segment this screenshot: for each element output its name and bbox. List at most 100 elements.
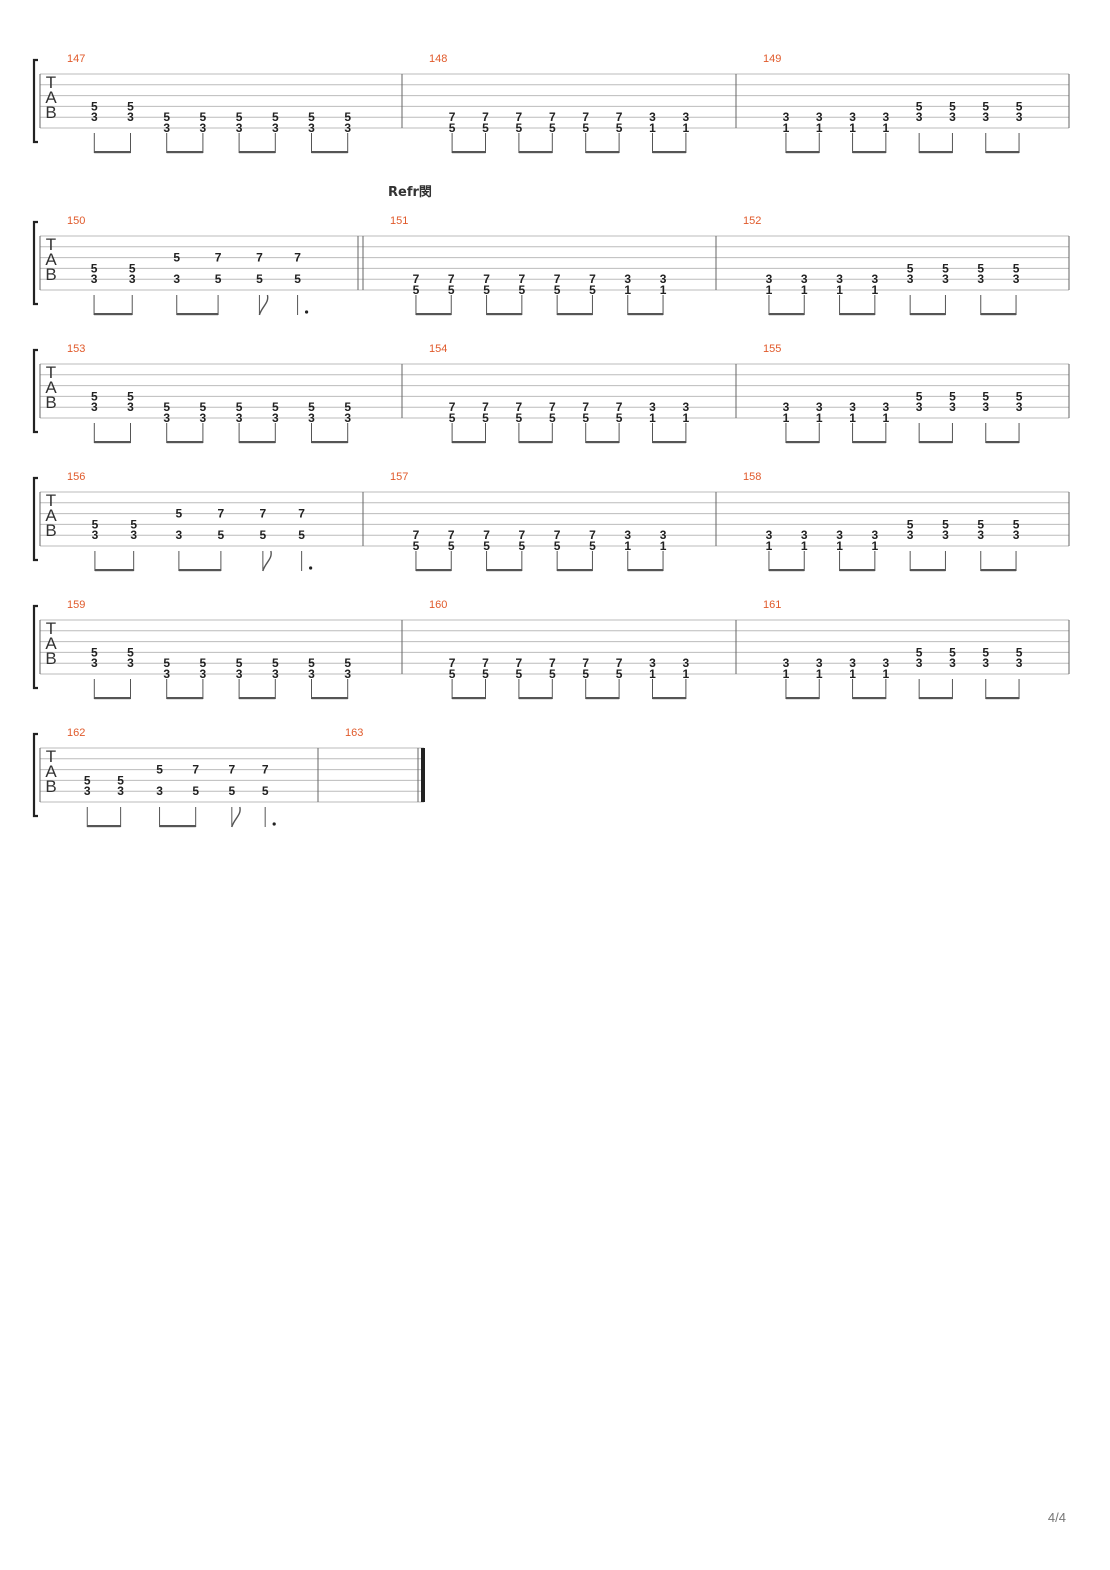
fret-number: 5 xyxy=(1013,261,1020,275)
note-beam xyxy=(94,151,131,154)
fret-number: 3 xyxy=(156,784,163,798)
fret-number: 1 xyxy=(836,283,843,297)
fret-number: 5 xyxy=(977,517,984,531)
fret-number: 3 xyxy=(130,528,137,542)
note-beam xyxy=(980,313,1017,316)
note-beam xyxy=(452,697,486,700)
fret-number: 7 xyxy=(582,656,589,670)
fret-number: 3 xyxy=(977,528,984,542)
tab-clef-letter: B xyxy=(45,649,56,668)
final-barline-thick xyxy=(421,748,425,802)
note-beam xyxy=(557,569,593,572)
fret-number: 5 xyxy=(483,539,490,553)
note-beam xyxy=(652,441,686,444)
tab-clef-letter: A xyxy=(45,506,57,525)
fret-number: 1 xyxy=(649,667,656,681)
measure-number: 163 xyxy=(345,727,363,739)
note-beam xyxy=(94,313,133,316)
note-beam xyxy=(627,569,664,572)
fret-number: 5 xyxy=(262,784,269,798)
note-beam xyxy=(980,569,1017,572)
fret-number: 7 xyxy=(413,528,420,542)
fret-number: 3 xyxy=(236,411,243,425)
fret-number: 3 xyxy=(163,667,170,681)
fret-number: 3 xyxy=(783,110,790,124)
fret-number: 7 xyxy=(483,272,490,286)
note-beam xyxy=(985,697,1020,700)
fret-number: 5 xyxy=(192,784,199,798)
fret-number: 5 xyxy=(127,99,134,113)
fret-number: 5 xyxy=(256,272,263,286)
fret-number: 5 xyxy=(176,507,183,521)
fret-number: 3 xyxy=(84,784,91,798)
note-beam xyxy=(239,151,276,154)
fret-number: 3 xyxy=(127,400,134,414)
note-beam xyxy=(518,697,553,700)
fret-number: 5 xyxy=(1016,389,1023,403)
fret-number: 5 xyxy=(173,251,180,265)
fret-number: 3 xyxy=(91,400,98,414)
fret-number: 5 xyxy=(616,667,623,681)
fret-number: 1 xyxy=(766,283,773,297)
fret-number: 3 xyxy=(683,110,690,124)
fret-number: 3 xyxy=(163,121,170,135)
fret-number: 7 xyxy=(549,110,556,124)
fret-number: 7 xyxy=(262,763,269,777)
fret-number: 7 xyxy=(482,110,489,124)
fret-number: 3 xyxy=(1016,110,1023,124)
tab-clef-letter: A xyxy=(45,378,57,397)
fret-number: 3 xyxy=(683,400,690,414)
note-beam xyxy=(415,313,452,316)
note-beam xyxy=(585,441,620,444)
fret-number: 7 xyxy=(482,400,489,414)
fret-number: 5 xyxy=(127,645,134,659)
note-beam xyxy=(785,441,820,444)
note-beam xyxy=(768,313,805,316)
measure-number: 151 xyxy=(390,215,408,227)
fret-number: 1 xyxy=(816,667,823,681)
tab-clef-letter: A xyxy=(45,88,57,107)
fret-number: 1 xyxy=(649,121,656,135)
fret-number: 1 xyxy=(836,539,843,553)
fret-number: 3 xyxy=(1016,656,1023,670)
fret-number: 3 xyxy=(683,656,690,670)
fret-number: 1 xyxy=(624,283,631,297)
fret-number: 3 xyxy=(176,528,183,542)
fret-number: 3 xyxy=(91,272,98,286)
note-beam xyxy=(87,825,121,828)
fret-number: 7 xyxy=(516,110,523,124)
fret-number: 3 xyxy=(272,411,279,425)
fret-number: 3 xyxy=(91,656,98,670)
measure-number: 147 xyxy=(67,53,85,65)
fret-number: 1 xyxy=(849,667,856,681)
fret-number: 7 xyxy=(449,656,456,670)
fret-number: 3 xyxy=(883,110,890,124)
fret-number: 7 xyxy=(549,400,556,414)
fret-number: 5 xyxy=(92,517,99,531)
fret-number: 3 xyxy=(907,528,914,542)
note-beam xyxy=(239,697,276,700)
fret-number: 5 xyxy=(215,272,222,286)
fret-number: 3 xyxy=(916,656,923,670)
fret-number: 5 xyxy=(916,99,923,113)
fret-number: 5 xyxy=(483,283,490,297)
note-beam xyxy=(910,569,946,572)
fret-number: 3 xyxy=(872,528,879,542)
fret-number: 5 xyxy=(236,400,243,414)
fret-number: 5 xyxy=(949,389,956,403)
fret-number: 7 xyxy=(519,272,526,286)
fret-number: 5 xyxy=(554,283,561,297)
fret-number: 5 xyxy=(117,773,124,787)
fret-number: 1 xyxy=(660,539,667,553)
fret-number: 3 xyxy=(816,656,823,670)
fret-number: 1 xyxy=(816,411,823,425)
fret-number: 3 xyxy=(816,400,823,414)
note-beam xyxy=(166,151,203,154)
fret-number: 7 xyxy=(554,272,561,286)
fret-number: 3 xyxy=(624,272,631,286)
fret-number: 5 xyxy=(129,261,136,275)
fret-number: 5 xyxy=(448,283,455,297)
tab-clef-letter: T xyxy=(46,363,56,382)
note-beam xyxy=(486,569,522,572)
